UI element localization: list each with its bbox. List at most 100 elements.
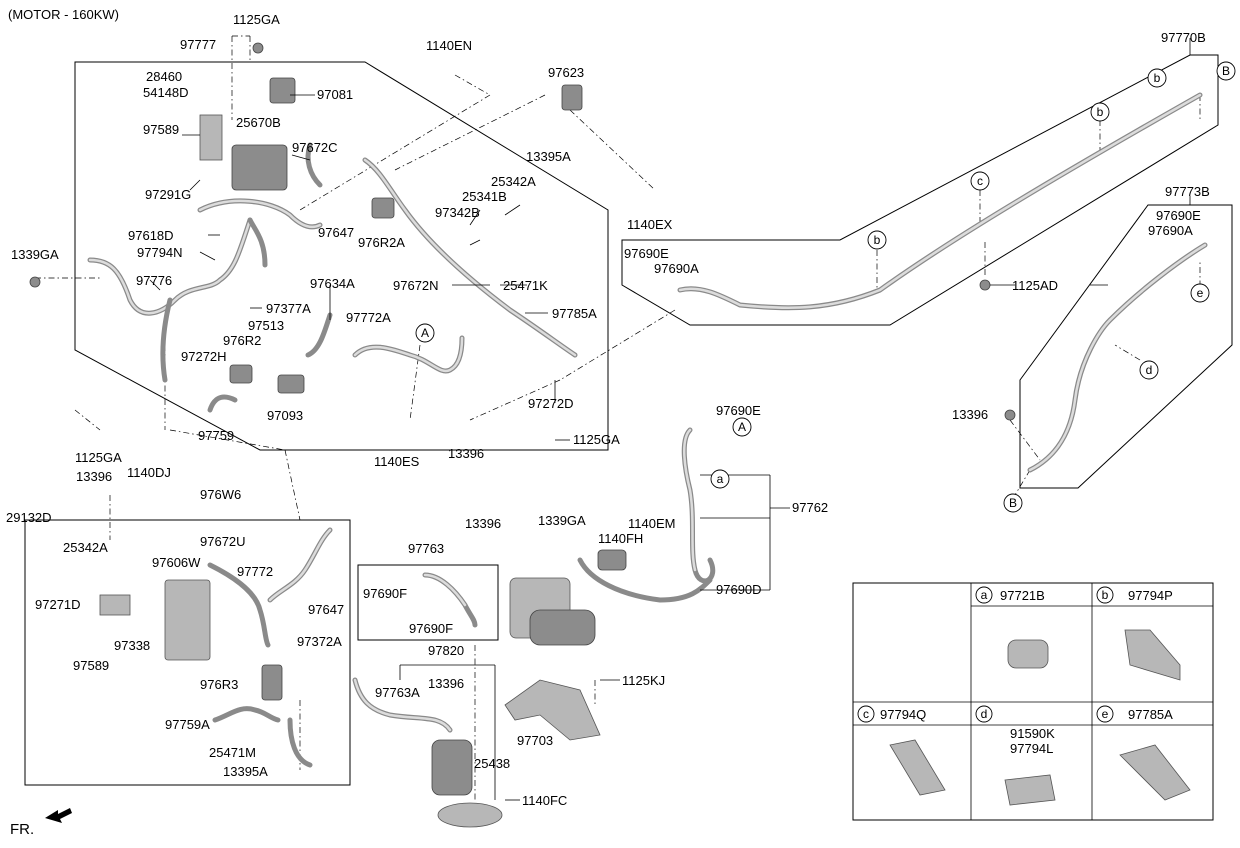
bolt-1125ad <box>979 279 991 291</box>
callout-A-top: A <box>415 323 435 343</box>
part-label: 25670B <box>236 115 281 130</box>
part-label: 97772 <box>237 564 273 579</box>
callout-B-bottom: B <box>1003 493 1023 513</box>
bolt-1125ga-top <box>252 42 264 54</box>
part-label: 97271D <box>35 597 81 612</box>
legend-key-d: d <box>975 705 993 723</box>
nut-13396-right <box>1004 409 1016 421</box>
part-label: 1125KJ <box>622 673 665 688</box>
legend-key-e: e <box>1096 705 1114 723</box>
legend-part-label-b: 97794P <box>1128 588 1173 603</box>
part-label: 1125GA <box>573 432 620 447</box>
part-label: 1125AD <box>1012 278 1058 293</box>
part-label: 976W6 <box>200 487 241 502</box>
part-label: 13395A <box>526 149 571 164</box>
part-label: 25342A <box>491 174 536 189</box>
part-label: 976R2A <box>358 235 405 250</box>
svg-text:e: e <box>1102 707 1109 721</box>
part-label: 25438 <box>474 756 510 771</box>
part-label: 97772A <box>346 310 391 325</box>
part-label: 97763 <box>408 541 444 556</box>
part-label: 97690E <box>1156 208 1201 223</box>
part-label: 1125GA <box>75 450 122 465</box>
part-label: 97690E <box>624 246 669 261</box>
part-label: 13396 <box>448 446 484 461</box>
part-label: 97338 <box>114 638 150 653</box>
part-label: 13395A <box>223 764 268 779</box>
bracket-97703 <box>504 679 601 741</box>
part-label: 97759 <box>198 428 234 443</box>
part-label: 1140ES <box>374 454 420 469</box>
part-label: 97647 <box>318 225 354 240</box>
part-label: 97606W <box>152 555 201 570</box>
svg-text:c: c <box>977 174 983 188</box>
part-label: 1140EX <box>627 217 673 232</box>
part-label: 1140DJ <box>127 465 171 480</box>
part-label: 25341B <box>462 189 507 204</box>
part-label: 1125GA <box>233 12 280 27</box>
part-label: 97272H <box>181 349 227 364</box>
svg-text:B: B <box>1009 496 1017 510</box>
part-label: 97272D <box>528 396 574 411</box>
part-label: 97777 <box>180 37 216 52</box>
part-label: 97690F <box>363 586 407 601</box>
nut-1339ga-left <box>29 276 41 288</box>
svg-text:d: d <box>1146 363 1153 377</box>
callouts: A A a b b b b c d e B B a b c d e <box>415 61 1236 723</box>
part-label: 97377A <box>266 301 311 316</box>
fr-label: FR. <box>10 821 34 838</box>
compressor-body <box>529 609 596 646</box>
sensor-1140fh <box>597 549 627 571</box>
callout-d: d <box>1139 360 1159 380</box>
accumulator-97820 <box>431 739 473 796</box>
legend-part-label-e: 97785A <box>1128 707 1173 722</box>
part-label: 97342B <box>435 205 480 220</box>
valve-976r2a <box>371 197 395 219</box>
legend-key-c: c <box>857 705 875 723</box>
part-label: 1140FC <box>522 793 567 808</box>
part-label: 97672U <box>200 534 246 549</box>
part-label: 976R2 <box>223 333 261 348</box>
part-label: 97372A <box>297 634 342 649</box>
part-label: 97773B <box>1165 184 1210 199</box>
bracket-54148d <box>199 114 223 161</box>
part-label: 97690D <box>716 582 762 597</box>
callout-c: c <box>970 171 990 191</box>
svg-text:A: A <box>421 326 429 340</box>
part-label: 97762 <box>792 500 828 515</box>
part-label: 13396 <box>465 516 501 531</box>
callout-b-2: b <box>1090 102 1110 122</box>
part-label: 97081 <box>317 87 353 102</box>
part-label: 97647 <box>308 602 344 617</box>
clamp-25438 <box>437 802 503 828</box>
part-label: 97093 <box>267 408 303 423</box>
part-label: 13396 <box>76 469 112 484</box>
valve-97623 <box>561 84 583 111</box>
part-label: 13396 <box>952 407 988 422</box>
legend-part-e <box>1119 744 1191 801</box>
part-label: 1339GA <box>538 513 586 528</box>
legend-part-b <box>1124 629 1181 681</box>
svg-text:e: e <box>1197 286 1204 300</box>
part-label: 97820 <box>428 643 464 658</box>
part-label: 97690A <box>654 261 699 276</box>
svg-text:b: b <box>1097 105 1104 119</box>
part-label: 97770B <box>1161 30 1206 45</box>
svg-text:b: b <box>1102 588 1109 602</box>
svg-text:A: A <box>738 420 746 434</box>
svg-text:b: b <box>874 233 881 247</box>
part-label: 97589 <box>73 658 109 673</box>
valve-976r2 <box>229 364 253 384</box>
pipes <box>87 92 1208 768</box>
part-labels: (MOTOR - 160KW) FR. 1125GA 97777 28460 5… <box>6 7 1210 838</box>
part-label: 25471M <box>209 745 256 760</box>
part-label: 29132D <box>6 510 52 525</box>
part-label: 97672C <box>292 140 338 155</box>
part-label: 25471K <box>503 278 548 293</box>
part-label: 97672N <box>393 278 439 293</box>
part-label: 976R3 <box>200 677 238 692</box>
svg-text:c: c <box>863 707 869 721</box>
legend-key-a: a <box>975 586 993 604</box>
legend-key-b: b <box>1096 586 1114 604</box>
part-label: 97513 <box>248 318 284 333</box>
